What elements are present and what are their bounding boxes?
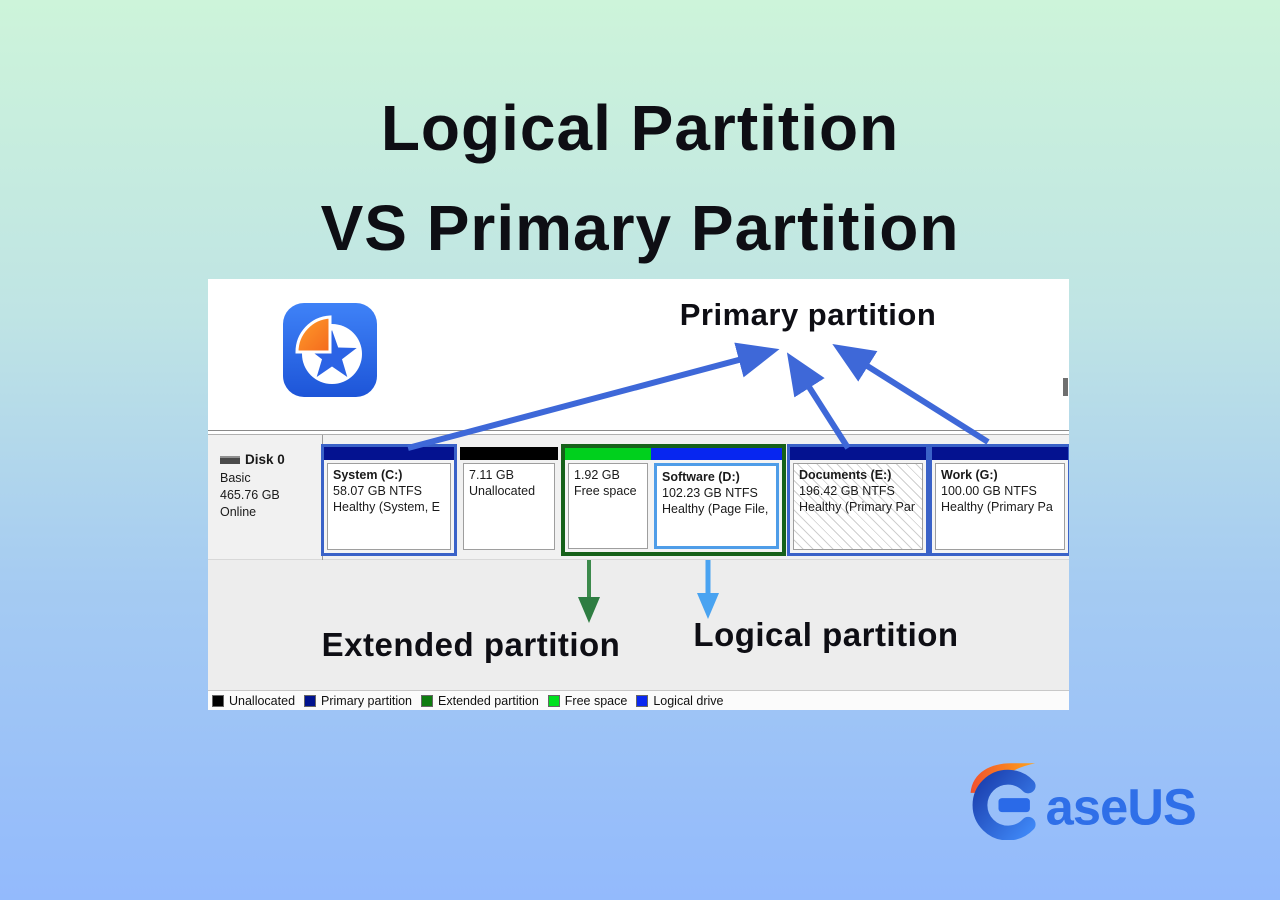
pie-slice-icon (295, 315, 332, 354)
extended-partition-container: 1.92 GB Free space Software (D:) 102.23 … (561, 444, 786, 556)
disk-info-box[interactable]: Disk 0 Basic 465.76 GB Online (208, 435, 323, 560)
partition-status: Healthy (Page File, (662, 502, 769, 516)
partition-name: Software (D:) (662, 470, 740, 484)
legend-item-primary: Primary partition (304, 694, 412, 708)
star-icon (307, 330, 357, 377)
partition-status: Unallocated (469, 484, 536, 498)
disk-status: Online (220, 505, 257, 519)
extended-arrow-head (578, 597, 600, 623)
legend-item-logical: Logical drive (636, 693, 724, 708)
partition-color-bar (651, 448, 782, 460)
legend-label: Extended partition (438, 693, 539, 708)
partition-color-bar (932, 447, 1068, 460)
logical-swatch-icon (636, 694, 649, 707)
disk-type: Basic (220, 471, 251, 485)
page-title: Logical Partition VS Primary Partition (0, 78, 1280, 278)
legend-item-unallocated: Unallocated (212, 694, 295, 708)
primary-partition-label: Primary partition (679, 297, 937, 332)
partition-color-bar (324, 447, 454, 460)
partition-name: System (C:) (333, 468, 403, 482)
partition-size: 7.11 GB (469, 468, 514, 482)
legend-label: Primary partition (321, 693, 413, 708)
legend-label: Free space (564, 693, 628, 708)
partition-unallocated[interactable]: 7.11 GB Unallocated (457, 444, 561, 556)
legend-label: Unallocated (229, 693, 296, 708)
partition-name: Work (G:) (941, 468, 998, 482)
easeus-app-icon[interactable] (283, 303, 377, 397)
partition-size: 58.07 GB NTFS (333, 484, 422, 498)
partition-size: 1.92 GB (574, 468, 620, 482)
primary-swatch-icon (304, 694, 317, 707)
disk-size: 465.76 GB (220, 488, 280, 502)
title-line-1: Logical Partition (380, 92, 900, 164)
partition-color-bar (790, 447, 926, 460)
partition-name: Documents (E:) (799, 468, 892, 482)
annotation-area: Extended partition Logical partition (208, 560, 1069, 690)
partition-status: Healthy (Primary Pa (941, 500, 1053, 514)
legend-item-freespace: Free space (547, 693, 628, 708)
easeus-logo-middle-bar (998, 798, 1030, 813)
down-arrows (578, 560, 719, 623)
easeus-logo-text: aseUS (1046, 778, 1196, 835)
disk-row: Disk 0 Basic 465.76 GB Online System (C:… (208, 435, 1069, 560)
title-line-2: VS Primary Partition (320, 192, 960, 264)
easeus-logo-c-mark (972, 769, 1036, 841)
disk-name: Disk 0 (245, 452, 285, 467)
partition-color-bar (565, 448, 651, 460)
partition-status: Healthy (System, E (333, 500, 440, 514)
partition-software-d[interactable]: Software (D:) 102.23 GB NTFS Healthy (Pa… (651, 448, 782, 552)
logical-arrow-head (697, 593, 719, 619)
partition-work-g[interactable]: Work (G:) 100.00 GB NTFS Healthy (Primar… (929, 444, 1069, 556)
panel-top-area: Primary partition (208, 279, 1069, 430)
partition-size: 100.00 GB NTFS (941, 484, 1037, 498)
partition-system-c[interactable]: System (C:) 58.07 GB NTFS Healthy (Syste… (321, 444, 457, 556)
disk-management-panel: Primary partition Disk 0 Basic 465.76 GB… (208, 279, 1069, 710)
unallocated-swatch-icon (212, 694, 224, 707)
legend-item-extended: Extended partition (421, 694, 539, 708)
logical-partition-label: Logical partition (693, 616, 959, 653)
partition-documents-e[interactable]: Documents (E:) 196.42 GB NTFS Healthy (P… (787, 444, 929, 556)
partition-color-bar (460, 447, 558, 460)
easeus-logo: aseUS (958, 758, 1203, 841)
scrollbar-thumb[interactable] (1063, 378, 1068, 396)
freespace-swatch-icon (547, 694, 560, 707)
partition-status: Healthy (Primary Par (799, 500, 915, 514)
legend-bar: Unallocated Primary partition Extended p… (208, 690, 1069, 710)
legend-label: Logical drive (653, 693, 724, 708)
extended-partition-label: Extended partition (321, 626, 621, 663)
partition-free-space[interactable]: 1.92 GB Free space (565, 448, 651, 552)
disk-icon (220, 455, 240, 464)
partition-size: 196.42 GB NTFS (799, 484, 895, 498)
extended-swatch-icon (421, 694, 434, 707)
partition-size: 102.23 GB NTFS (662, 486, 758, 500)
partition-status: Free space (574, 484, 637, 498)
